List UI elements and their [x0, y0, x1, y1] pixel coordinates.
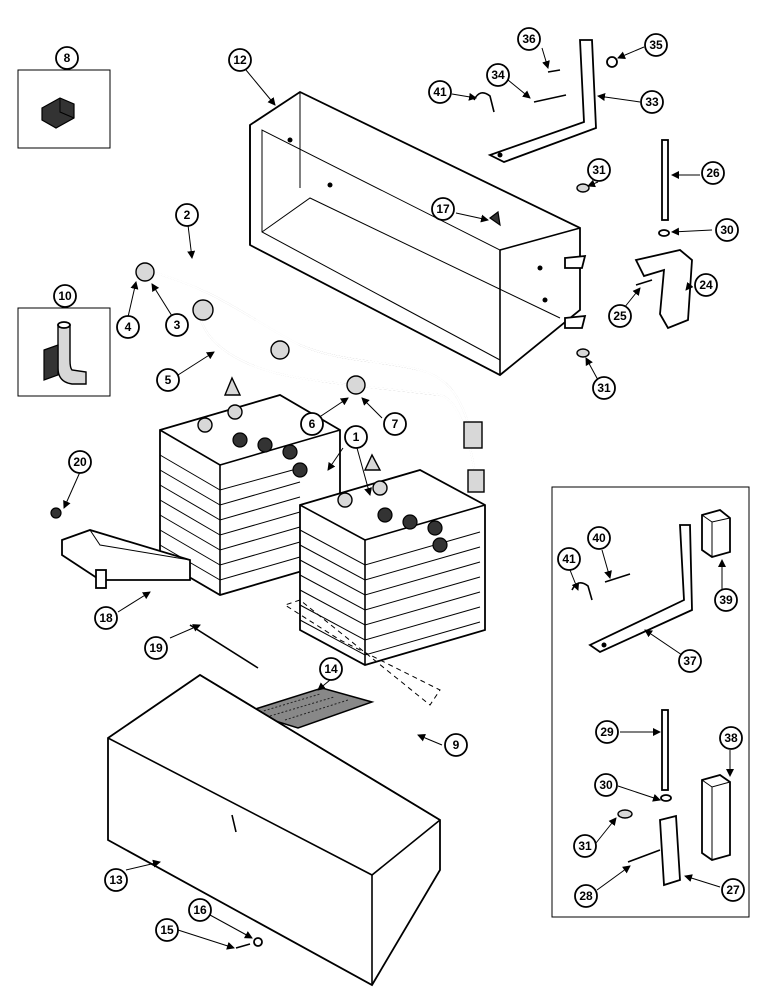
callout-17: 17	[431, 197, 455, 221]
svg-text:2: 2	[184, 208, 191, 222]
svg-text:13: 13	[109, 873, 123, 887]
pad-14	[243, 687, 375, 729]
svg-text:37: 37	[683, 654, 697, 668]
svg-text:31: 31	[592, 163, 606, 177]
callout-15: 15	[155, 918, 179, 942]
svg-text:28: 28	[579, 889, 593, 903]
callout-14: 14	[319, 657, 343, 681]
callout-6: 6	[300, 412, 324, 436]
callout-30b: 30	[594, 773, 618, 797]
callout-33: 33	[640, 90, 664, 114]
callout-31c: 31	[573, 834, 597, 858]
kit-panel	[551, 486, 750, 918]
callout-34: 34	[486, 63, 510, 87]
callout-3: 3	[165, 313, 189, 337]
svg-text:4: 4	[125, 320, 132, 334]
svg-text:31: 31	[597, 381, 611, 395]
callout-28: 28	[574, 884, 598, 908]
callout-1a: 1	[344, 425, 368, 449]
svg-text:7: 7	[392, 417, 399, 431]
bracket-33	[487, 39, 597, 163]
svg-text:31: 31	[578, 839, 592, 853]
svg-text:36: 36	[522, 32, 536, 46]
callout-25: 25	[608, 304, 632, 328]
callout-13: 13	[104, 868, 128, 892]
callout-20: 20	[68, 450, 92, 474]
svg-text:5: 5	[165, 373, 172, 387]
svg-text:17: 17	[436, 202, 450, 216]
svg-text:14: 14	[324, 662, 338, 676]
svg-text:3: 3	[174, 318, 181, 332]
callout-10: 10	[53, 284, 77, 308]
callout-39: 39	[714, 588, 738, 612]
svg-text:18: 18	[99, 611, 113, 625]
svg-text:24: 24	[699, 278, 713, 292]
callout-26: 26	[701, 161, 725, 185]
battery-cables	[135, 262, 485, 493]
mount-hardware	[488, 139, 693, 358]
svg-text:38: 38	[724, 731, 738, 745]
svg-text:25: 25	[613, 309, 627, 323]
hold-down	[50, 507, 259, 669]
callout-5: 5	[156, 368, 180, 392]
battery-right	[299, 453, 486, 666]
callout-30a: 30	[715, 218, 739, 242]
battery-left	[159, 376, 341, 596]
callout-2: 2	[175, 203, 199, 227]
svg-text:19: 19	[149, 641, 163, 655]
svg-text:10: 10	[58, 289, 72, 303]
callout-24: 24	[694, 273, 718, 297]
svg-text:27: 27	[726, 883, 740, 897]
callout-12: 12	[228, 48, 252, 72]
inset-part-8	[17, 69, 111, 149]
svg-text:8: 8	[64, 51, 71, 65]
callout-19: 19	[144, 636, 168, 660]
callout-7: 7	[383, 412, 407, 436]
callout-37: 37	[678, 649, 702, 673]
svg-text:12: 12	[233, 53, 247, 67]
callout-18: 18	[94, 606, 118, 630]
leader-lines	[63, 46, 734, 950]
svg-text:39: 39	[719, 593, 733, 607]
svg-text:16: 16	[193, 903, 207, 917]
callout-31b: 31	[592, 376, 616, 400]
svg-text:6: 6	[309, 417, 316, 431]
svg-text:41: 41	[562, 552, 576, 566]
svg-text:30: 30	[599, 778, 613, 792]
battery-box	[249, 90, 587, 377]
callout-4: 4	[116, 315, 140, 339]
svg-text:34: 34	[491, 68, 505, 82]
callout-41b: 41	[557, 547, 581, 571]
svg-text:35: 35	[649, 38, 663, 52]
svg-text:15: 15	[160, 923, 174, 937]
callout-31a: 31	[587, 158, 611, 182]
svg-text:1: 1	[353, 430, 360, 444]
svg-text:33: 33	[645, 95, 659, 109]
inset-part-10	[17, 307, 111, 397]
svg-text:41: 41	[433, 85, 447, 99]
callout-38: 38	[719, 726, 743, 750]
svg-text:26: 26	[706, 166, 720, 180]
callout-9: 9	[444, 733, 468, 757]
callout-27: 27	[721, 878, 745, 902]
svg-text:40: 40	[592, 531, 606, 545]
callout-29: 29	[595, 720, 619, 744]
callout-41a: 41	[428, 80, 452, 104]
callout-35: 35	[644, 33, 668, 57]
svg-text:9: 9	[453, 738, 460, 752]
cover-13	[107, 673, 441, 987]
svg-text:20: 20	[73, 455, 87, 469]
svg-text:29: 29	[600, 725, 614, 739]
callout-40: 40	[587, 526, 611, 550]
callout-16: 16	[188, 898, 212, 922]
callout-8: 8	[55, 46, 79, 70]
callout-36: 36	[517, 27, 541, 51]
svg-text:30: 30	[720, 223, 734, 237]
vent-hose	[283, 599, 441, 760]
